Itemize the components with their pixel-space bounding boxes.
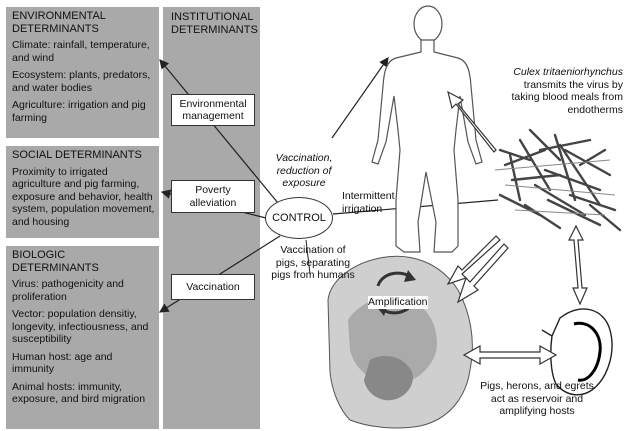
vaccination-to-human-arrow (331, 57, 389, 139)
social-item: Proximity to irrigated agriculture and p… (12, 165, 155, 228)
social-determinants-title: SOCIAL DETERMINANTS (12, 149, 142, 161)
mosquito-to-pig-arrow (446, 235, 509, 304)
ecosystem-item: Ecosystem: plants, predators, and water … (12, 69, 151, 94)
human-figure (371, 5, 483, 253)
environmental-determinants-title: ENVIRONMENTAL DETERMINANTS (12, 10, 106, 35)
vaccination-box: Vaccination (171, 274, 255, 300)
environmental-management-box: Environmental management (171, 94, 255, 126)
amplification-label: Amplification (368, 296, 428, 309)
mosquito-cluster (498, 128, 622, 232)
culex-label: Culex tritaeniorhynchus transmits the vi… (495, 66, 623, 116)
mosquito-bird-double-arrow (568, 224, 588, 306)
agriculture-item: Agriculture: irrigation and pig farming (12, 99, 146, 124)
intermittent-irrigation-label: Intermittent irrigation (342, 190, 395, 215)
mosquito-cluster-texture (494, 159, 616, 216)
poverty-alleviation-box: Poverty alleviation (171, 180, 255, 213)
culex-species-name: Culex tritaeniorhynchus (513, 66, 623, 78)
climate-item: Climate: rainfall, temperature, and wind (12, 39, 150, 64)
pig-bird-double-arrow (462, 344, 558, 366)
bird-image (541, 308, 613, 396)
control-to-environmental-line (159, 59, 279, 204)
institutional-determinants-title: INSTITUTIONAL DETERMINANTS (171, 11, 258, 36)
human-host-item: Human host: age and immunity (12, 350, 113, 376)
vaccination-pigs-label: Vaccination of pigs, separating pigs fro… (271, 244, 355, 281)
vaccination-exposure-label: Vaccination, reduction of exposure (275, 152, 333, 189)
environmental-determinants-panel: ENVIRONMENTAL DETERMINANTS Climate: rain… (6, 7, 159, 138)
institutional-determinants-column: INSTITUTIONAL DETERMINANTS (163, 7, 260, 429)
reservoir-label: Pigs, herons, and egrets act as reservoi… (480, 380, 594, 417)
social-determinants-panel: SOCIAL DETERMINANTS Proximity to irrigat… (6, 146, 159, 238)
vaccination-pigs-line (305, 239, 311, 275)
vector-item: Vector: population densitiy, longevity, … (12, 308, 149, 345)
animal-hosts-item: Animal hosts: immunity, exposure, and bi… (12, 380, 146, 406)
biologic-determinants-panel: BIOLOGIC DETERMINANTS Virus: pathogenici… (6, 246, 159, 429)
culex-description: transmits the virus by taking blood meal… (511, 78, 623, 116)
control-node: CONTROL (265, 197, 333, 239)
pig-image (327, 255, 473, 429)
biologic-determinants-title: BIOLOGIC DETERMINANTS (12, 249, 99, 274)
virus-item: Virus: pathogenicity and proliferation (12, 278, 124, 303)
mosquito-to-human-arrow (447, 90, 497, 153)
